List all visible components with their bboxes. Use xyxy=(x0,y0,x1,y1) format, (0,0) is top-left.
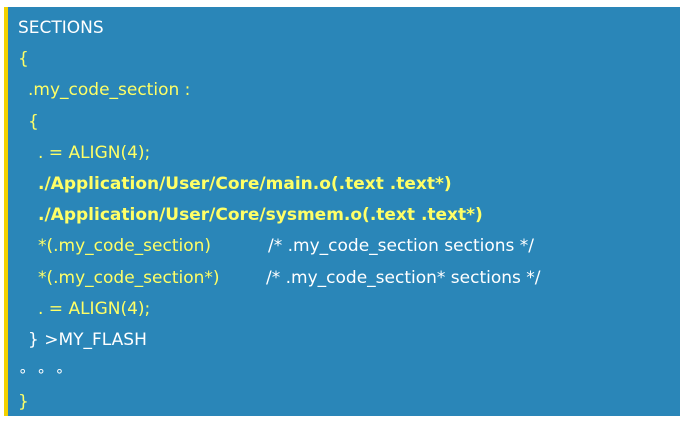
code-line-my-code-section-star: *(.my_code_section*) /* .my_code_section*… xyxy=(18,263,670,294)
code-line-my-flash: } >MY_FLASH xyxy=(28,329,147,350)
ellipsis-dot: ∘ xyxy=(54,362,65,381)
code-panel: SECTIONS { .my_code_section : { . = ALIG… xyxy=(4,7,680,416)
code-line-inner-open-brace: { xyxy=(28,111,39,132)
code-line-sysmem-o: ./Application/User/Core/sysmem.o(.text .… xyxy=(38,205,483,226)
code-text: *(.my_code_section) xyxy=(38,236,212,257)
code-line-close-brace: } xyxy=(18,392,29,413)
code-text: *(.my_code_section*) xyxy=(38,267,220,288)
code-line-my-code-section: *(.my_code_section) /* .my_code_section s… xyxy=(18,231,670,262)
ellipsis-dot: ∘ xyxy=(36,362,46,381)
code-line-sections: SECTIONS xyxy=(18,18,104,38)
code-comment: /* .my_code_section* sections */ xyxy=(266,267,541,288)
code-line-open-brace: { xyxy=(18,49,29,70)
ellipsis-dot: ∘ xyxy=(18,362,28,381)
code-line-main-o: ./Application/User/Core/main.o(.text .te… xyxy=(38,173,452,194)
code-line-ellipsis: ∘ ∘ ∘ xyxy=(18,356,670,387)
accent-bar xyxy=(4,7,8,416)
code-comment: /* .my_code_section sections */ xyxy=(268,236,534,257)
code-lines: SECTIONS { .my_code_section : { . = ALIG… xyxy=(18,13,670,418)
code-line-align-2: . = ALIGN(4); xyxy=(38,298,151,319)
code-line-align-1: . = ALIGN(4); xyxy=(38,142,151,163)
code-line-section-name: .my_code_section : xyxy=(28,80,191,101)
